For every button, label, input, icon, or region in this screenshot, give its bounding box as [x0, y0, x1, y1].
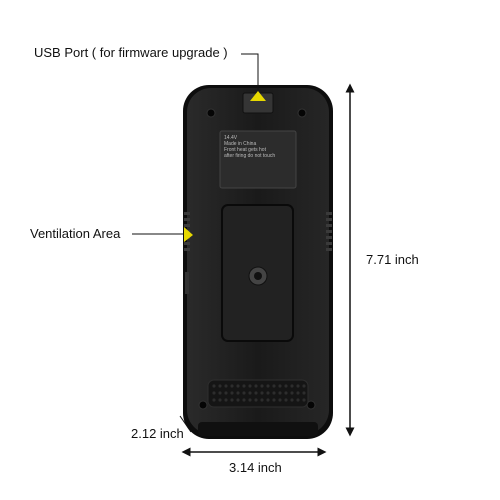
usb-leader-line	[241, 53, 259, 90]
grille-dot	[242, 384, 246, 388]
rating-text: 14.4V	[224, 135, 238, 141]
grille-dot	[248, 391, 252, 395]
width-label: 3.14 inch	[229, 460, 282, 475]
grille-dot	[290, 391, 294, 395]
grille-dot	[212, 398, 216, 402]
usb-port-label: USB Port ( for firmware upgrade )	[34, 45, 228, 60]
grille-dot	[224, 384, 228, 388]
grille-dot	[278, 384, 282, 388]
grille-dot	[212, 391, 216, 395]
depth-label: 2.12 inch	[131, 426, 184, 441]
grille-dot	[284, 391, 288, 395]
height-label: 7.71 inch	[366, 252, 419, 267]
grille-dot	[302, 391, 306, 395]
side-vent-right	[326, 212, 332, 251]
grille-dot	[242, 398, 246, 402]
grille-dot	[266, 384, 270, 388]
grille-dot	[266, 391, 270, 395]
grille-dot	[236, 398, 240, 402]
grille-dot	[272, 391, 276, 395]
grille-dot	[260, 398, 264, 402]
grille-dot	[278, 398, 282, 402]
warning-text-1: Front heat gets hot	[224, 147, 266, 153]
vent-highlight-arrow	[184, 227, 193, 242]
grille-dot	[272, 398, 276, 402]
grille-dot	[218, 384, 222, 388]
grille-dot	[290, 384, 294, 388]
grille-dot	[284, 384, 288, 388]
side-button	[185, 272, 189, 294]
grille-dot	[224, 398, 228, 402]
warning-text-2: after firing do not touch	[224, 153, 276, 159]
grille-dot	[296, 391, 300, 395]
grille-dot	[266, 398, 270, 402]
depth-dimension-arrow	[179, 415, 192, 433]
grille-dot	[236, 384, 240, 388]
device-body	[183, 85, 333, 439]
grille-dot	[236, 391, 240, 395]
grille-dot	[254, 384, 258, 388]
grille-dot	[302, 398, 306, 402]
grille-dot	[290, 398, 294, 402]
grille-dot	[218, 391, 222, 395]
grille-dot	[296, 398, 300, 402]
grille-dot	[272, 384, 276, 388]
grille-dot	[224, 391, 228, 395]
label-sticker	[219, 130, 297, 189]
grille-dot	[230, 398, 234, 402]
grille-dot	[242, 391, 246, 395]
grille-dot	[248, 384, 252, 388]
grille-dot	[212, 384, 216, 388]
grille-dot	[230, 391, 234, 395]
made-in-text: Made in China	[224, 141, 257, 147]
bottom-lip	[198, 422, 318, 436]
ventilation-label: Ventilation Area	[30, 226, 121, 241]
grille-dot	[284, 398, 288, 402]
usb-highlight-arrow	[250, 91, 266, 101]
label-sticker-text: 14.4V Made in China Front heat gets hot …	[224, 135, 292, 159]
grille-dot	[296, 384, 300, 388]
grille-dot	[218, 398, 222, 402]
grille-dot	[302, 384, 306, 388]
grille-dot	[254, 398, 258, 402]
grille-dot	[278, 391, 282, 395]
grille-dot	[260, 391, 264, 395]
grille-dot	[230, 384, 234, 388]
grille-dot	[254, 391, 258, 395]
grille-dot	[248, 398, 252, 402]
grille-dot	[260, 384, 264, 388]
